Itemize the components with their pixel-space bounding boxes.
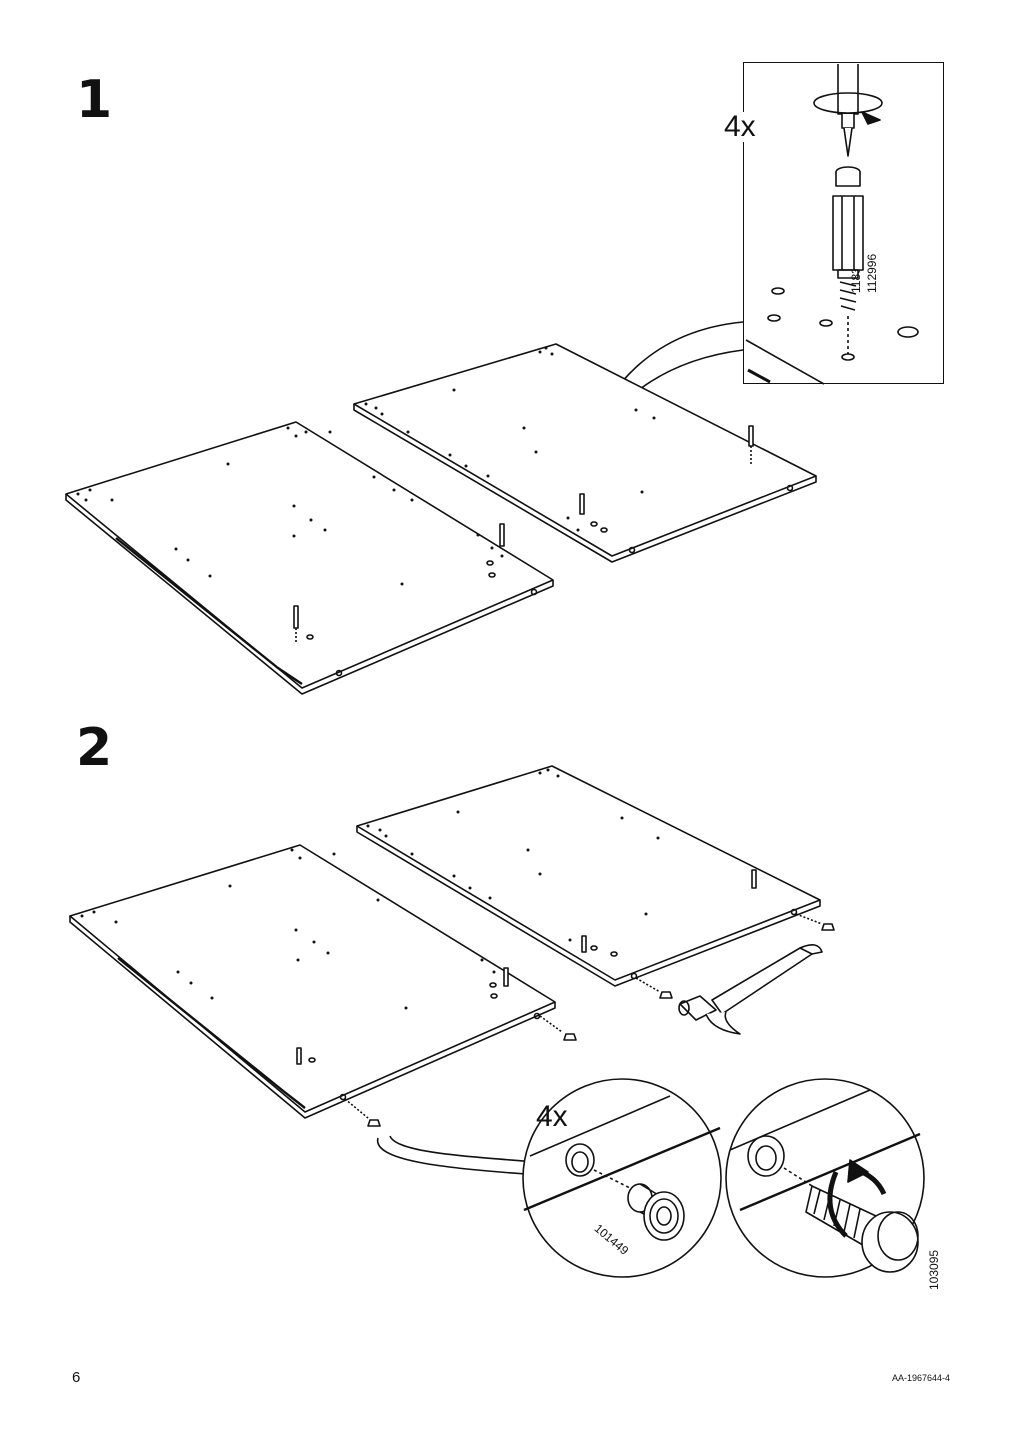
panel-illustration (353, 343, 817, 563)
step-2-part-number-b: 103095 (927, 1249, 941, 1290)
hammer-icon (678, 944, 823, 1035)
cam-dowel-icon (832, 166, 864, 361)
callout-curve-step-2 (377, 1135, 537, 1175)
panel-illustration (65, 421, 554, 695)
step-1-quantity: 4x (722, 110, 758, 143)
step-1-detail-holes (745, 287, 919, 385)
plastic-plug-icon (565, 1143, 685, 1241)
screw-in-dowel-icon (747, 1135, 919, 1273)
step-2-quantity: 4x (536, 1100, 568, 1133)
detail-circle-a (522, 1078, 722, 1278)
panel-illustration (356, 765, 835, 999)
screwdriver-icon (813, 64, 883, 157)
panel-illustration (69, 844, 577, 1127)
document-id: AA-1967644-4 (891, 1373, 950, 1383)
rotation-arrow-icon (827, 1159, 887, 1238)
step-2-number: 2 (76, 718, 113, 778)
step-1-number: 1 (76, 70, 113, 130)
detail-circle-b (725, 1078, 925, 1278)
page-number: 6 (72, 1369, 81, 1386)
